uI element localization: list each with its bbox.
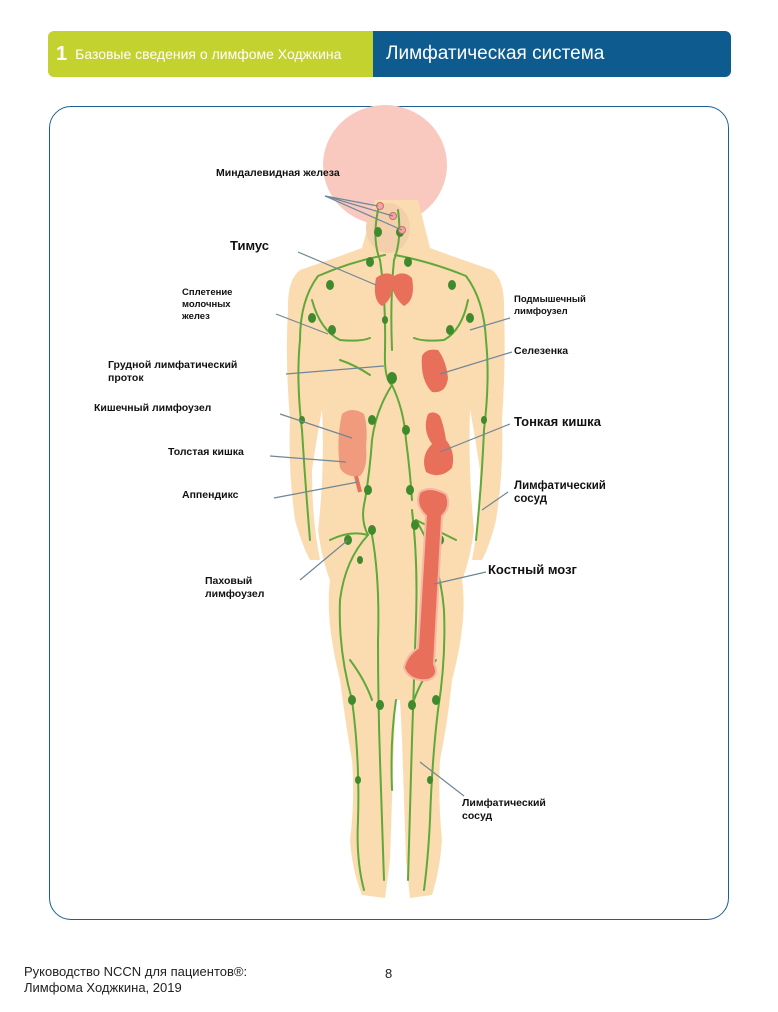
label-bone-marrow: Костный мозг: [488, 562, 577, 577]
label-mammary-plexus: Сплетение молочных желез: [182, 287, 233, 322]
head-hair: [323, 105, 447, 225]
spleen-organ: [421, 349, 448, 393]
section-number: 1: [56, 42, 68, 65]
label-large-intestine: Толстая кишка: [168, 446, 244, 458]
label-lymph-vessel-arm: Лимфатический сосуд: [514, 480, 606, 505]
title-tab: Лимфатическая система: [373, 31, 731, 77]
footer-line-2: Лимфома Ходжкина, 2019: [24, 980, 182, 995]
label-small-intestine: Тонкая кишка: [514, 414, 601, 429]
label-inguinal-node: Паховый лимфоузел: [205, 575, 265, 600]
body-silhouette: [286, 105, 505, 898]
page-title: Лимфатическая система: [386, 43, 605, 64]
label-appendix: Аппендикс: [182, 489, 239, 501]
femur-bone-marrow: [402, 488, 450, 682]
label-intestinal-node: Кишечный лимфоузел: [94, 402, 212, 414]
lymph-nodes: [299, 227, 487, 784]
label-spleen: Селезенка: [514, 345, 569, 357]
large-intestine-organ: [338, 410, 367, 477]
label-tonsils: Миндалевидная железа: [216, 167, 340, 179]
label-thymus: Тимус: [230, 238, 270, 253]
footer-citation: Руководство NCCN для пациентов®: Лимфома…: [24, 964, 247, 996]
section-tab: 1 Базовые сведения о лимфоме Ходжкина: [48, 31, 373, 77]
leader-lines: [269, 195, 513, 797]
appendix-organ: [354, 475, 362, 493]
page-number: 8: [385, 966, 393, 981]
thymus-organ: [374, 273, 413, 306]
section-title: Базовые сведения о лимфоме Ходжкина: [75, 46, 342, 62]
body-shape: [286, 200, 505, 898]
page-header: 1 Базовые сведения о лимфоме Ходжкина Ли…: [48, 31, 731, 77]
label-axillary-node: Подмышечный лимфоузел: [514, 294, 586, 317]
label-lymph-vessel-leg: Лимфатический сосуд: [462, 797, 546, 822]
small-intestine-organ: [424, 412, 454, 476]
footer-line-1: Руководство NCCN для пациентов®:: [24, 964, 248, 979]
label-thoracic-duct: Грудной лимфатический проток: [108, 359, 238, 384]
